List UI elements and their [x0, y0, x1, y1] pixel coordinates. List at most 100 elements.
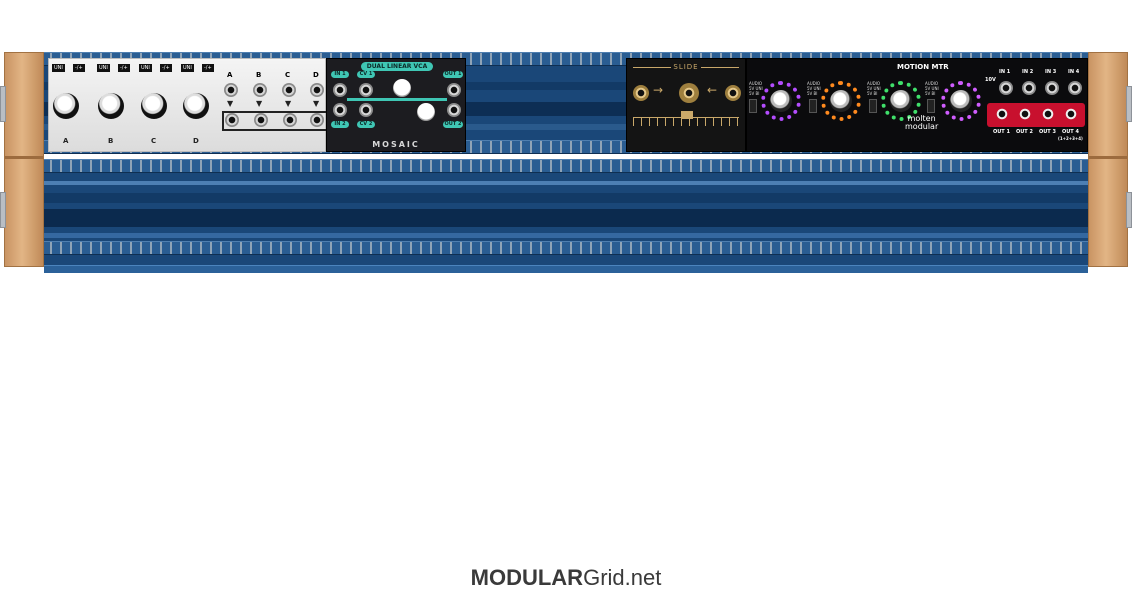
vca-out1-jack[interactable] [447, 83, 461, 97]
meter-ring-2 [821, 81, 861, 121]
slide-output-jack-center[interactable] [679, 83, 699, 103]
right-wood-side-panel [1088, 52, 1128, 267]
right-mounting-bracket-bottom [1126, 192, 1132, 228]
input-label-3: IN 3 [1045, 69, 1057, 75]
right-mounting-bracket-top [1126, 86, 1132, 122]
rail-highlight-stripe [44, 233, 1088, 238]
bipolar-switch-label: -/+ [202, 64, 214, 72]
motion-input-jack-3[interactable] [1045, 81, 1059, 95]
output-4-sum-label: (1+2+3+4) [1058, 136, 1083, 141]
input-label-4: IN 4 [1068, 69, 1080, 75]
attenuverter-module[interactable]: UNI -/+ A UNI -/+ B UNI -/+ C UNI -/+ D … [48, 58, 328, 152]
slide-fader-handle[interactable] [681, 111, 693, 119]
gain-knob-1[interactable] [770, 90, 792, 112]
molten-modular-logo: molten modular [905, 114, 939, 131]
vca-signal-trace [347, 98, 447, 101]
eurorack-case: UNI -/+ A UNI -/+ B UNI -/+ C UNI -/+ D … [0, 52, 1132, 273]
channel-label-b: B [108, 137, 114, 145]
rail-shadow-stripe [44, 82, 1088, 90]
mode-labels: AUDIO 5V UNI 5V BI [749, 81, 763, 96]
attenuverter-knob-a[interactable] [53, 93, 79, 119]
meter-ring-3 [881, 81, 921, 121]
input-jack-a[interactable] [224, 83, 238, 97]
slide-title-rule [701, 67, 739, 68]
output-label-2: OUT 2 [1016, 129, 1033, 135]
vca-level-knob-1[interactable] [393, 79, 411, 97]
uni-switch-label: UNI [52, 64, 65, 72]
motion-output-jack-2[interactable] [1018, 107, 1032, 121]
vca-in2-label: IN 2 [331, 121, 349, 128]
output-label-4: OUT 4 [1062, 129, 1079, 135]
mode-labels: AUDIO 5V UNI 5V BI [867, 81, 881, 96]
rack-rail-top [44, 159, 1088, 173]
mode-switch-2[interactable] [809, 99, 817, 113]
motion-input-jack-4[interactable] [1068, 81, 1082, 95]
motion-output-jack-4[interactable] [1064, 107, 1078, 121]
motion-mtr-module[interactable]: MOTION MTR AUDIO 5V UNI 5V BI AUDIO 5V U… [746, 58, 1088, 152]
uni-switch-label: UNI [97, 64, 110, 72]
vca-in2-jack[interactable] [333, 103, 347, 117]
arrow-right-icon: → [653, 83, 664, 97]
slide-input-jack-right[interactable] [725, 85, 741, 101]
jack-column-label-d: D [313, 71, 319, 79]
left-wood-side-panel [4, 52, 44, 267]
motion-input-jack-2[interactable] [1022, 81, 1036, 95]
slide-title: SLIDE [673, 63, 699, 71]
down-arrow-icon: ▼ [313, 99, 320, 108]
vca-out2-jack[interactable] [447, 103, 461, 117]
output-jack-a[interactable] [225, 113, 239, 127]
vca-out2-label: OUT 2 [443, 121, 463, 128]
vca-in1-label: IN 1 [331, 71, 349, 78]
gain-knob-2[interactable] [830, 90, 852, 112]
input-label-1: IN 1 [999, 69, 1011, 75]
mode-labels: AUDIO 5V UNI 5V BI [925, 81, 939, 96]
bipolar-switch-label: -/+ [160, 64, 172, 72]
output-jack-b[interactable] [254, 113, 268, 127]
output-label-3: OUT 3 [1039, 129, 1056, 135]
gain-knob-4[interactable] [950, 90, 972, 112]
mode-switch-4[interactable] [927, 99, 935, 113]
rack-row-2 [44, 159, 1088, 272]
footer-brand-regular: Grid.net [583, 565, 662, 590]
offset-label: 10V [985, 77, 996, 83]
attenuverter-knob-c[interactable] [141, 93, 167, 119]
input-jack-d[interactable] [310, 83, 324, 97]
input-label-2: IN 2 [1022, 69, 1034, 75]
rail-highlight-stripe [44, 124, 1088, 130]
output-jack-d[interactable] [310, 113, 324, 127]
attenuverter-knob-d[interactable] [183, 93, 209, 119]
output-jack-c[interactable] [283, 113, 297, 127]
uni-switch-label: UNI [181, 64, 194, 72]
channel-label-d: D [193, 137, 199, 145]
gain-knob-3[interactable] [890, 90, 912, 112]
mode-switch-1[interactable] [749, 99, 757, 113]
mode-switch-3[interactable] [869, 99, 877, 113]
down-arrow-icon: ▼ [285, 99, 292, 108]
motion-output-jack-3[interactable] [1041, 107, 1055, 121]
rail-shadow-stripe [44, 193, 1088, 203]
jack-column-label-c: C [285, 71, 291, 79]
uni-switch-label: UNI [139, 64, 152, 72]
slide-module[interactable]: SLIDE → ← [626, 58, 746, 152]
attenuverter-knob-b[interactable] [98, 93, 124, 119]
vca-cv1-jack[interactable] [359, 83, 373, 97]
motion-output-jack-1[interactable] [995, 107, 1009, 121]
mode-labels: AUDIO 5V UNI 5V BI [807, 81, 821, 96]
vca-in1-jack[interactable] [333, 83, 347, 97]
input-jack-b[interactable] [253, 83, 267, 97]
vca-cv1-label: CV 1 [357, 71, 375, 78]
vca-cv2-jack[interactable] [359, 103, 373, 117]
vca-title: DUAL LINEAR VCA [361, 62, 433, 71]
modulargrid-watermark: MODULARGrid.net [0, 565, 1132, 591]
vca-level-knob-2[interactable] [417, 103, 435, 121]
motion-input-jack-1[interactable] [999, 81, 1013, 95]
footer-brand-bold: MODULAR [470, 565, 584, 590]
bipolar-switch-label: -/+ [73, 64, 85, 72]
rack-front-lip [44, 265, 1088, 273]
dual-linear-vca-module[interactable]: DUAL LINEAR VCA IN 1 CV 1 OUT 1 IN 2 CV … [326, 58, 466, 152]
left-mounting-bracket-top [0, 86, 6, 122]
vca-out1-label: OUT 1 [443, 71, 463, 78]
input-jack-c[interactable] [282, 83, 296, 97]
rail-highlight-stripe [44, 181, 1088, 185]
slide-input-jack-left[interactable] [633, 85, 649, 101]
